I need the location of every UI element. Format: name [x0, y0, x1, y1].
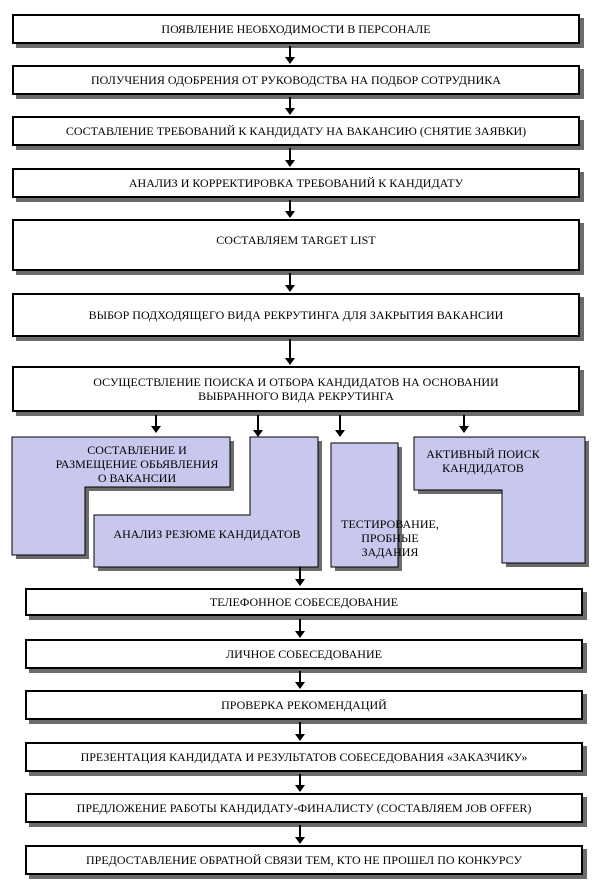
method-testing-shape — [330, 442, 399, 568]
method-ad-shape — [11, 436, 231, 556]
step-feedback: ПРЕДОСТАВЛЕНИЕ ОБРАТНОЙ СВЯЗИ ТЕМ, КТО Н… — [25, 845, 583, 875]
step-label: СОСТАВЛЯЕМ TARGET LIST — [216, 233, 376, 247]
step-recruiting-type: ВЫБОР ПОДХОДЯЩЕГО ВИДА РЕКРУТИНГА ДЛЯ ЗА… — [12, 293, 580, 337]
step-requirements-analysis: АНАЛИЗ И КОРРЕКТИРОВКА ТРЕБОВАНИЙ К КАНД… — [12, 168, 580, 198]
step-label: ВЫБОР ПОДХОДЯЩЕГО ВИДА РЕКРУТИНГА ДЛЯ ЗА… — [88, 308, 504, 322]
method-active-label: АКТИВНЫЙ ПОИСК КАНДИДАТОВ — [426, 447, 540, 475]
step-candidate-presentation: ПРЕЗЕНТАЦИЯ КАНДИДАТА И РЕЗУЛЬТАТОВ СОБЕ… — [25, 742, 583, 772]
step-label: ПРЕДЛОЖЕНИЕ РАБОТЫ КАНДИДАТУ-ФИНАЛИСТУ (… — [76, 801, 532, 815]
step-label: АНАЛИЗ И КОРРЕКТИРОВКА ТРЕБОВАНИЙ К КАНД… — [128, 176, 464, 190]
step-management-approval: ПОЛУЧЕНИЯ ОДОБРЕНИЯ ОТ РУКОВОДСТВА НА ПО… — [12, 65, 580, 95]
step-label: ПОЛУЧЕНИЯ ОДОБРЕНИЯ ОТ РУКОВОДСТВА НА ПО… — [91, 73, 501, 87]
method-resume-shape — [93, 436, 319, 568]
step-label: СОСТАВЛЕНИЕ ТРЕБОВАНИЙ К КАНДИДАТУ НА ВА… — [65, 124, 527, 138]
step-target-list: СОСТАВЛЯЕМ TARGET LIST — [12, 219, 580, 271]
step-label: ПРЕЗЕНТАЦИЯ КАНДИДАТА И РЕЗУЛЬТАТОВ СОБЕ… — [80, 750, 528, 764]
step-reference-check: ПРОВЕРКА РЕКОМЕНДАЦИЙ — [25, 690, 583, 720]
step-search-and-selection: ОСУЩЕСТВЛЕНИЕ ПОИСКА И ОТБОРА КАНДИДАТОВ… — [12, 366, 580, 412]
step-phone-interview: ТЕЛЕФОННОЕ СОБЕСЕДОВАНИЕ — [25, 588, 583, 616]
method-resume-label: АНАЛИЗ РЕЗЮМЕ КАНДИДАТОВ — [113, 527, 301, 541]
step-label: ЛИЧНОЕ СОБЕСЕДОВАНИЕ — [226, 647, 382, 661]
step-personal-interview: ЛИЧНОЕ СОБЕСЕДОВАНИЕ — [25, 639, 583, 669]
step-label: ПРЕДОСТАВЛЕНИЕ ОБРАТНОЙ СВЯЗИ ТЕМ, КТО Н… — [85, 853, 522, 867]
step-candidate-requirements: СОСТАВЛЕНИЕ ТРЕБОВАНИЙ К КАНДИДАТУ НА ВА… — [12, 116, 580, 146]
method-testing-label: ТЕСТИРОВАНИЕ, ПРОБНЫЕ ЗАДАНИЯ — [341, 517, 439, 559]
step-label: ОСУЩЕСТВЛЕНИЕ ПОИСКА И ОТБОРА КАНДИДАТОВ… — [93, 375, 499, 403]
step-label: ПРОВЕРКА РЕКОМЕНДАЦИЙ — [221, 698, 387, 712]
step-label: ПОЯВЛЕНИЕ НЕОБХОДИМОСТИ В ПЕРСОНАЛЕ — [161, 22, 431, 36]
method-ad-label: СОСТАВЛЕНИЕ И РАЗМЕЩЕНИЕ ОБЬЯВЛЕНИЯ О ВА… — [55, 443, 219, 485]
step-need-for-staff: ПОЯВЛЕНИЕ НЕОБХОДИМОСТИ В ПЕРСОНАЛЕ — [12, 14, 580, 44]
step-job-offer: ПРЕДЛОЖЕНИЕ РАБОТЫ КАНДИДАТУ-ФИНАЛИСТУ (… — [25, 793, 583, 823]
method-active-shape — [413, 436, 586, 564]
step-label: ТЕЛЕФОННОЕ СОБЕСЕДОВАНИЕ — [209, 595, 399, 609]
